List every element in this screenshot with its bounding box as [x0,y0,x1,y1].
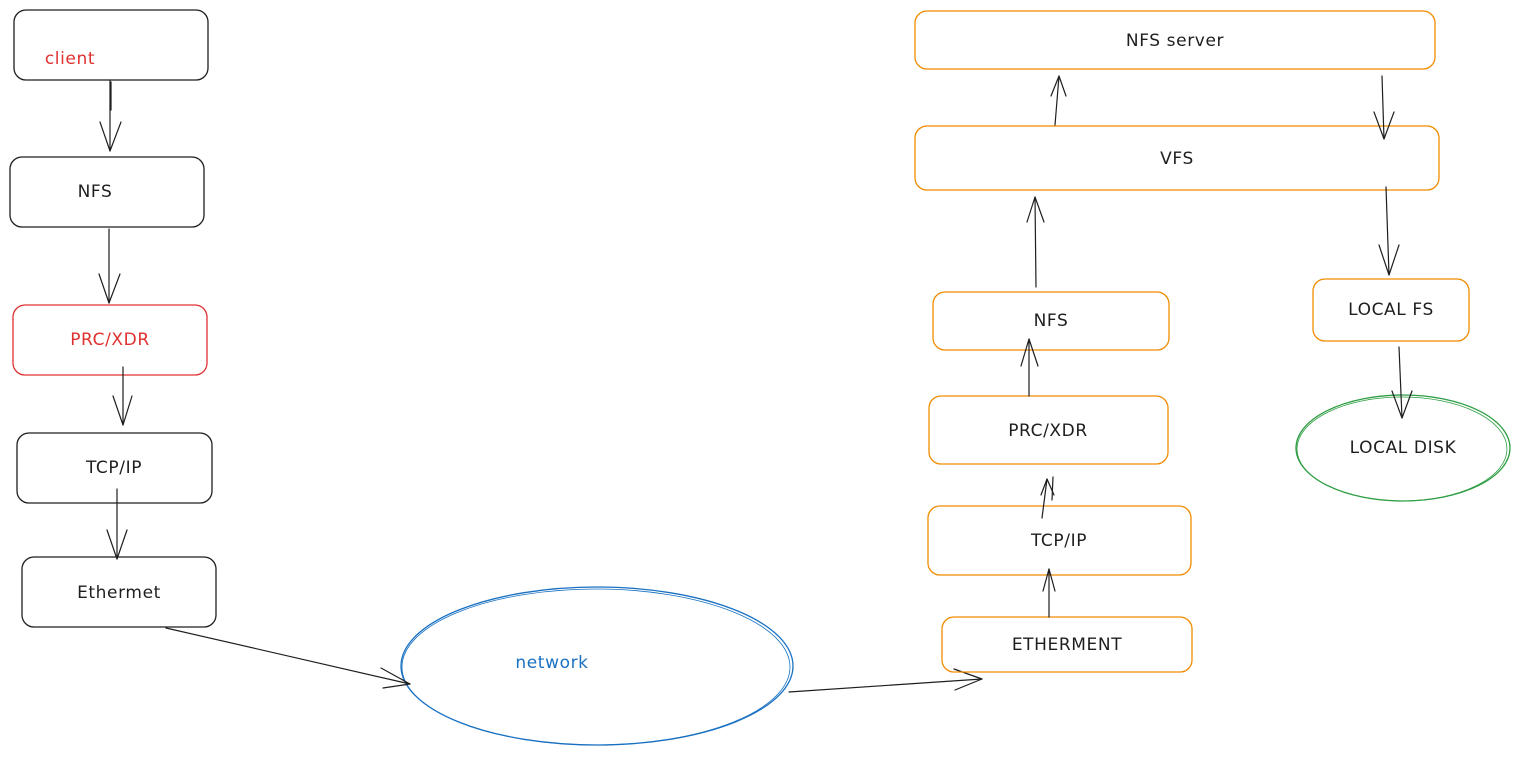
server-nfs-label: NFS [1034,311,1069,331]
server-rpc-box[interactable]: PRC/XDR [928,395,1169,465]
arrow-vfs-to-local-fs [1378,186,1400,276]
client-tcp-box[interactable]: TCP/IP [16,432,213,504]
client-label: client [45,49,95,69]
local-fs-box[interactable]: LOCAL FS [1312,278,1470,342]
server-ethernet-box[interactable]: ETHERMENT [941,616,1193,673]
arrow-local-fs-to-local-disk [1391,346,1413,419]
server-tcp-box[interactable]: TCP/IP [927,505,1192,576]
client-rpc-label: PRC/XDR [70,330,150,350]
arrow-eth-to-tcp [1042,568,1056,618]
local-disk-label: LOCAL DISK [1350,438,1457,458]
local-fs-label: LOCAL FS [1348,300,1434,320]
server-ethernet-label: ETHERMENT [1012,635,1122,655]
vfs-label: VFS [1160,149,1194,169]
arrow-nfs-to-vfs [1026,196,1045,288]
local-disk-ellipse[interactable]: LOCAL DISK [1295,394,1511,502]
server-nfs-box[interactable]: NFS [932,291,1170,351]
nfs-server-box[interactable]: NFS server [914,10,1436,70]
arrow-client-to-nfs [99,79,122,152]
server-tcp-label: TCP/IP [1030,531,1087,551]
nfs-server-label: NFS server [1126,31,1224,51]
client-nfs-label: NFS [78,182,113,202]
network-ellipse[interactable]: network [400,586,794,746]
arrow-tcp-to-ethernet [106,488,128,560]
arrow-rpc-to-tcp [112,366,133,426]
network-label: network [515,653,588,673]
arrow-rpc-to-nfs [1020,338,1039,397]
arrow-ethernet-to-network [165,627,411,689]
server-rpc-label: PRC/XDR [1008,421,1088,441]
arrow-vfs-to-nfs-server [1050,75,1067,126]
vfs-box[interactable]: VFS [914,125,1440,191]
client-rpc-box[interactable]: PRC/XDR [12,304,208,376]
arrow-nfs-server-to-vfs [1373,75,1395,140]
client-box[interactable]: client [13,9,209,81]
client-ethernet-label: Ethermet [77,583,161,603]
client-tcp-label: TCP/IP [85,458,142,478]
arrow-nfs-to-rpc [98,228,121,304]
client-ethernet-box[interactable]: Ethermet [21,556,217,628]
client-nfs-box[interactable]: NFS [9,156,205,228]
arrow-tcp-to-rpc [1040,476,1055,519]
